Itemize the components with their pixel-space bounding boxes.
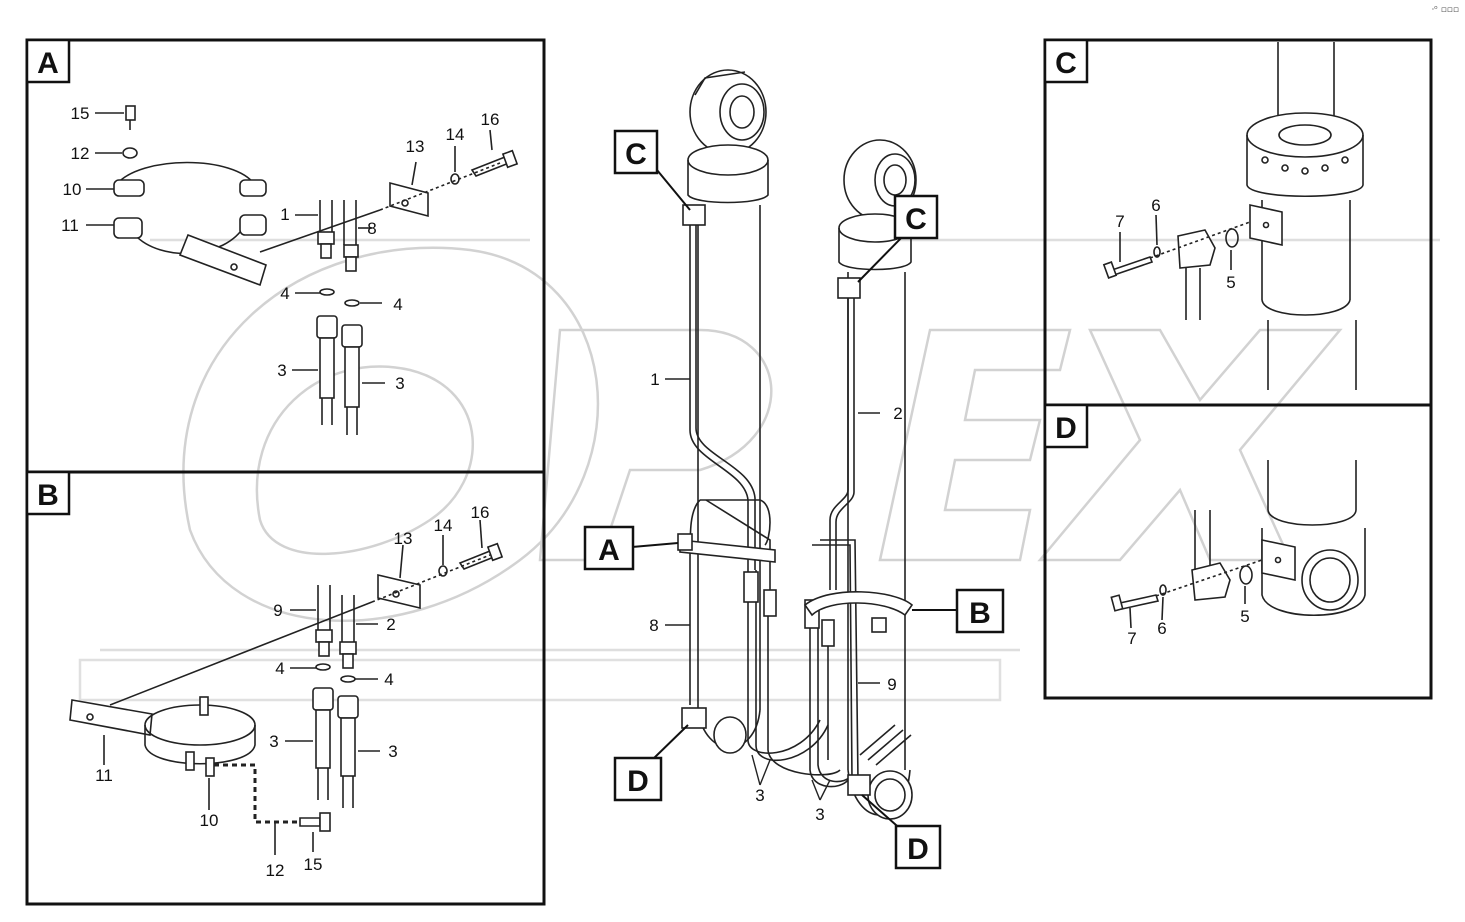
label-b-2: 2 xyxy=(386,615,395,634)
label-c-5: 5 xyxy=(1226,273,1235,292)
label-c-6: 6 xyxy=(1151,196,1160,215)
label-a-16: 16 xyxy=(481,110,500,129)
callout-d-2-text: D xyxy=(907,833,929,866)
label-d-7: 7 xyxy=(1127,629,1136,648)
label-a-11: 11 xyxy=(61,216,79,235)
label-a-13: 13 xyxy=(406,137,425,156)
label-b-10: 10 xyxy=(200,811,219,830)
label-a-12: 12 xyxy=(71,144,90,163)
label-a-14: 14 xyxy=(446,125,465,144)
main-label-9: 9 xyxy=(887,675,896,694)
label-c-7: 7 xyxy=(1115,212,1124,231)
label-b-15: 15 xyxy=(304,855,323,874)
panel-b-tag: B xyxy=(37,479,59,512)
label-a-3-left: 3 xyxy=(277,361,286,380)
main-assembly: C C A B D D xyxy=(583,69,1005,870)
label-b-14: 14 xyxy=(434,516,453,535)
callout-c-1-text: C xyxy=(625,138,647,171)
label-b-11: 11 xyxy=(95,766,113,785)
callout-a: A xyxy=(583,525,635,571)
label-b-16: 16 xyxy=(471,503,490,522)
callout-b: B xyxy=(955,588,1005,634)
callout-d-2: D xyxy=(894,824,942,870)
callout-d-1: D xyxy=(613,756,663,802)
label-a-4-left: 4 xyxy=(280,284,289,303)
label-a-4-right: 4 xyxy=(393,295,402,314)
panel-a: A xyxy=(25,38,546,474)
label-b-13: 13 xyxy=(394,529,413,548)
label-b-12: 12 xyxy=(266,861,285,880)
label-b-4-left: 4 xyxy=(275,659,284,678)
main-label-2: 2 xyxy=(893,404,902,423)
panel-c-tag: C xyxy=(1055,47,1077,80)
callout-c-2-text: C xyxy=(905,203,927,236)
callout-c-2: C xyxy=(893,194,939,240)
callout-a-text: A xyxy=(598,534,620,567)
callout-d-1-text: D xyxy=(627,765,649,798)
panel-c: C xyxy=(1043,38,1433,407)
main-label-8: 8 xyxy=(649,616,658,635)
panel-d-tag: D xyxy=(1055,412,1077,445)
main-label-1: 1 xyxy=(650,370,659,389)
label-d-5: 5 xyxy=(1240,607,1249,626)
callout-c-1: C xyxy=(613,129,659,175)
watermark xyxy=(78,238,1440,702)
panel-b: B xyxy=(25,470,546,906)
label-b-9: 9 xyxy=(273,601,282,620)
panel-a-tag: A xyxy=(37,47,59,80)
label-a-10: 10 xyxy=(63,180,82,199)
panel-d: D 7 6 5 xyxy=(1043,403,1433,700)
label-a-8: 8 xyxy=(367,219,376,238)
label-b-3-left: 3 xyxy=(269,732,278,751)
label-b-3-right: 3 xyxy=(388,742,397,761)
corner-mark: ⸱ᵒ ▫▫▫ xyxy=(1431,5,1459,15)
main-label-3-right: 3 xyxy=(815,805,824,824)
label-b-4-right: 4 xyxy=(384,670,393,689)
label-d-6: 6 xyxy=(1157,619,1166,638)
label-a-15: 15 xyxy=(71,104,90,123)
main-label-3-left: 3 xyxy=(755,786,764,805)
label-a-1: 1 xyxy=(280,205,289,224)
callout-b-text: B xyxy=(969,597,991,630)
label-a-3-right: 3 xyxy=(395,374,404,393)
